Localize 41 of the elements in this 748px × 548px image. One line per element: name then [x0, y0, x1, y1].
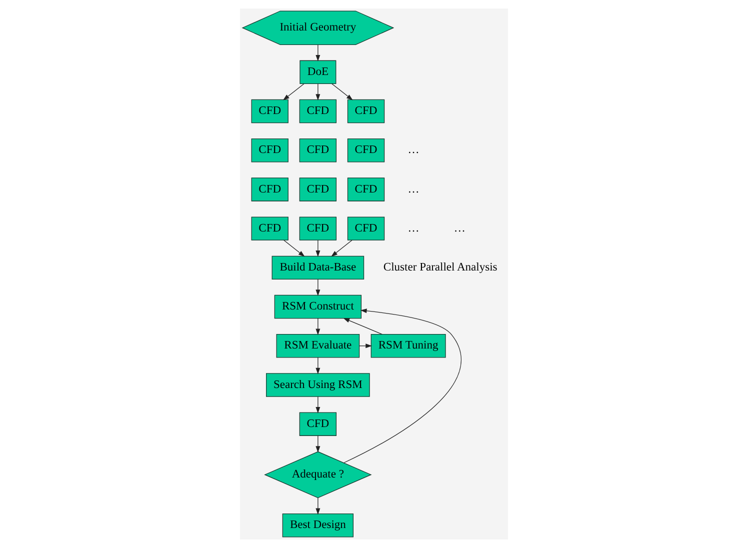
- arrow: [316, 83, 320, 101]
- node-box: RSM Construct: [274, 294, 362, 319]
- node-box: CFD: [299, 99, 337, 124]
- arrow: [282, 83, 304, 100]
- arrow: [316, 396, 320, 414]
- arrow: [316, 357, 320, 374]
- arrow: [316, 240, 320, 257]
- node-box: CFD: [251, 216, 288, 240]
- arrow: [316, 44, 320, 62]
- node-box: Best Design: [282, 514, 354, 538]
- node-box: CFD: [347, 99, 385, 124]
- label: …: [408, 144, 420, 156]
- arrow: [316, 435, 320, 453]
- label: …: [408, 222, 420, 234]
- node-box: CFD: [299, 412, 337, 436]
- node-box: CFD: [251, 178, 288, 202]
- label: …: [408, 183, 420, 196]
- arrow: [283, 240, 305, 257]
- label: …: [454, 222, 466, 234]
- node-box: CFD: [251, 138, 288, 162]
- node-box: CFD: [299, 138, 337, 162]
- node-box: CFD: [299, 178, 337, 202]
- node-box: Build Data-Base: [272, 256, 364, 280]
- node-box: RSM Tuning: [370, 334, 446, 358]
- node-box: CFD: [347, 216, 385, 240]
- label: Cluster Parallel Analysis: [383, 261, 498, 274]
- node-box: RSM Evaluate: [276, 334, 360, 358]
- arrow: [316, 318, 320, 336]
- arrow: [316, 278, 320, 296]
- arrow: [343, 308, 462, 464]
- arrow: [332, 83, 353, 100]
- node-box: CFD: [299, 216, 337, 240]
- arrow: [331, 240, 352, 257]
- node-box: Search Using RSM: [266, 373, 370, 397]
- node-box: CFD: [347, 178, 385, 202]
- node-box: CFD: [347, 138, 385, 162]
- node-box: DoE: [300, 60, 336, 84]
- node-diamond: Adequate ?: [264, 451, 372, 498]
- node-box: CFD: [251, 99, 288, 124]
- arrow: [343, 318, 383, 335]
- arrow: [316, 498, 320, 515]
